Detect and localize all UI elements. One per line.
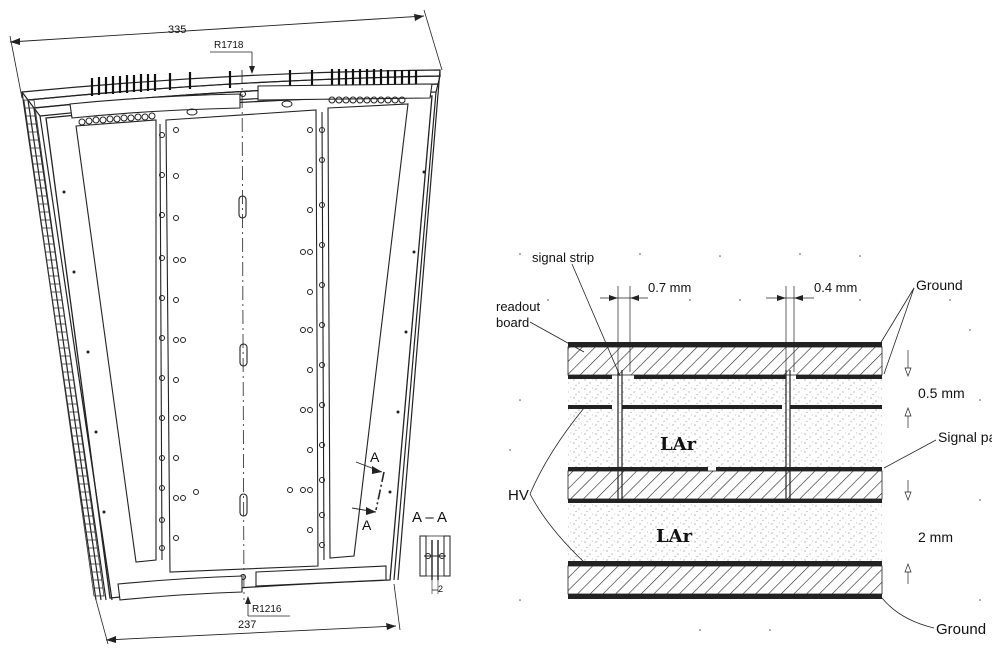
top-connector-comb bbox=[90, 69, 418, 96]
signal-pad-segment bbox=[716, 467, 882, 471]
pad-gap-label: 0.4 mm bbox=[814, 280, 857, 295]
stacked-edge-ladder bbox=[23, 99, 105, 597]
cross-section-drawing: 0.7 mm 0.4 mm signal strip readout board… bbox=[496, 250, 992, 638]
top-left-bar bbox=[69, 93, 241, 119]
signal-strip-callout: signal strip bbox=[532, 250, 621, 377]
signal-pad-callout: Signal pad bbox=[883, 429, 992, 469]
background-dots bbox=[509, 253, 981, 631]
section-marker-top: A bbox=[370, 449, 380, 465]
section-cut-marker: A A bbox=[351, 449, 385, 533]
top-radius-label: R1718 bbox=[214, 40, 244, 51]
bottom-right-bar bbox=[255, 565, 387, 587]
signal-strip-segment bbox=[634, 375, 786, 379]
signal-strip-label: signal strip bbox=[532, 250, 594, 265]
bottom-left-bar bbox=[117, 575, 243, 601]
strip-gap-label: 0.7 mm bbox=[648, 280, 691, 295]
lar-label-upper: LAr bbox=[660, 434, 697, 455]
signal-pad-label: Signal pad bbox=[938, 429, 992, 445]
readout-boards bbox=[75, 103, 409, 573]
bottom-radius-dimension: R1216 bbox=[245, 596, 290, 617]
ground-plane-top bbox=[568, 342, 882, 347]
fastener-holes bbox=[159, 127, 325, 551]
hv-label: HV bbox=[508, 487, 529, 504]
top-width-label: 335 bbox=[168, 24, 186, 36]
ground-top-callout: Ground bbox=[879, 277, 963, 375]
ground-bottom-callout: Ground bbox=[881, 597, 986, 638]
readout-board-upper bbox=[567, 346, 883, 376]
side-dots bbox=[62, 170, 426, 514]
readout-board-callout: readout board bbox=[496, 299, 585, 353]
ground-plane-bottom bbox=[568, 594, 882, 599]
lar-gap-upper bbox=[568, 409, 882, 467]
board-gap-label: 0.5 mm bbox=[918, 385, 965, 401]
strip-gap-dimension: 0.7 mm bbox=[600, 280, 691, 372]
lar-gap-label: 2 mm bbox=[918, 529, 953, 545]
lar-gap-dimension: 2 mm bbox=[904, 480, 953, 584]
section-view-dimension: 2 bbox=[438, 584, 443, 594]
via-lines bbox=[617, 370, 791, 500]
ground-top-label: Ground bbox=[916, 277, 963, 293]
section-marker-bottom: A bbox=[362, 517, 372, 533]
ground-bottom-label: Ground bbox=[936, 621, 986, 638]
lar-gap-upper-top bbox=[568, 379, 882, 405]
electrode-module-drawing: 335 R1718 bbox=[9, 9, 451, 645]
ground-board-bottom bbox=[567, 565, 883, 595]
signal-strip-segment bbox=[796, 375, 882, 379]
lar-gap-lower bbox=[568, 503, 882, 561]
bottom-width-dimension: 237 bbox=[95, 583, 401, 645]
section-view-title: A – A bbox=[412, 509, 447, 526]
center-axis bbox=[241, 69, 245, 601]
hv-plane-segment bbox=[568, 405, 612, 409]
board-gap-dimension: 0.5 mm bbox=[904, 350, 965, 428]
top-right-bar bbox=[257, 83, 433, 101]
bottom-width-label: 237 bbox=[238, 619, 256, 631]
top-width-dimension: 335 bbox=[9, 9, 443, 99]
center-slots bbox=[238, 90, 248, 581]
pad-gap-dimension: 0.4 mm bbox=[766, 280, 857, 372]
hv-plane-segment bbox=[622, 405, 782, 409]
hv-callout: HV bbox=[508, 407, 585, 563]
signal-strip-segment bbox=[568, 375, 612, 379]
hv-plane-lower bbox=[568, 561, 882, 566]
signal-pad-segment bbox=[568, 467, 708, 471]
top-radius-dimension: R1718 bbox=[210, 40, 255, 74]
top-connector-loops bbox=[78, 96, 406, 126]
section-view-detail: A – A 2 bbox=[412, 509, 451, 594]
hv-plane-segment bbox=[790, 405, 882, 409]
bottom-radius-label: R1216 bbox=[252, 604, 282, 615]
pad-ground-plane bbox=[568, 499, 882, 503]
readout-board-label-line1: readout bbox=[496, 299, 540, 314]
readout-board-label-line2: board bbox=[496, 315, 529, 330]
lar-label-lower: LAr bbox=[656, 526, 693, 547]
readout-board-lower bbox=[567, 470, 883, 500]
